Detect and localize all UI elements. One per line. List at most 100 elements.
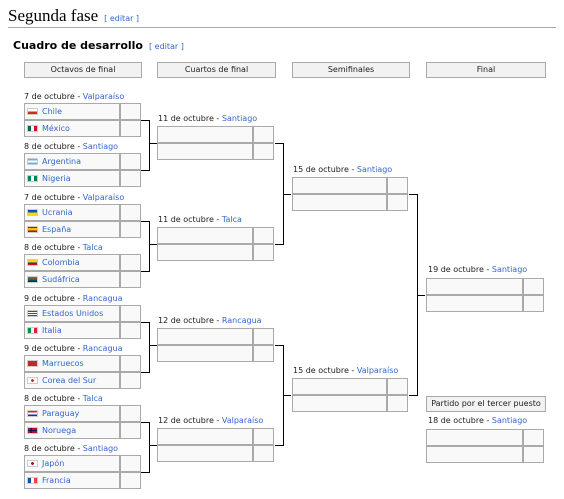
venue-link[interactable]: Santiago: [82, 142, 119, 151]
octavos-team-row[interactable]: Italia: [24, 322, 120, 339]
cuartos-team-row: [157, 143, 253, 160]
octavos-team-row[interactable]: Sudáfrica: [24, 271, 120, 288]
octavos-team-row[interactable]: Argentina: [24, 153, 120, 170]
venue-link[interactable]: Santiago: [82, 444, 119, 453]
octavos-team-row[interactable]: España: [24, 221, 120, 238]
score-cell: [120, 103, 141, 120]
score-cell: [120, 472, 141, 489]
korea-flag-icon: [27, 377, 38, 384]
score-cell: [120, 254, 141, 271]
octavos-date-2: 7 de octubre - Valparaíso: [24, 193, 125, 202]
octavos-team-row[interactable]: Ucrania: [24, 204, 120, 221]
edit-subsection-link[interactable]: [ editar ]: [149, 42, 184, 51]
match-date: 11 de octubre: [158, 215, 214, 224]
semis-team-row: [292, 378, 387, 395]
norway-flag-icon: [27, 427, 38, 434]
team-name[interactable]: Nigeria: [42, 174, 71, 183]
ukraine-flag-icon: [27, 209, 38, 216]
match-date: 12 de octubre: [158, 316, 214, 325]
venue-link[interactable]: Rancagua: [82, 344, 123, 353]
cuartos-team-row: [157, 445, 253, 462]
bracket-line: [141, 271, 149, 272]
bracket-line: [149, 445, 157, 446]
venue-link[interactable]: Valparaíso: [356, 366, 399, 375]
venue-link[interactable]: Santiago: [491, 416, 528, 425]
team-name[interactable]: Chile: [42, 107, 63, 116]
octavos-team-row[interactable]: Corea del Sur: [24, 372, 120, 389]
octavos-team-row[interactable]: Noruega: [24, 422, 120, 439]
japan-flag-icon: [27, 460, 38, 467]
cuartos-team-row: [157, 126, 253, 143]
cuartos-date-2: 12 de octubre - Rancagua: [158, 316, 262, 325]
bracket-line: [417, 295, 425, 296]
octavos-date-6: 8 de octubre - Talca: [24, 394, 103, 403]
match-date: 12 de octubre: [158, 416, 214, 425]
score-cell: [120, 221, 141, 238]
score-cell: [120, 153, 141, 170]
team-name[interactable]: Colombia: [42, 258, 80, 267]
octavos-team-row[interactable]: México: [24, 120, 120, 137]
bracket-line: [275, 345, 283, 346]
match-date: 19 de octubre: [428, 265, 484, 274]
edit-section-link[interactable]: [ editar ]: [104, 14, 140, 23]
match-date: 15 de octubre: [293, 165, 349, 174]
third-place-date: 18 de octubre - Santiago: [428, 416, 528, 425]
usa-flag-icon: [27, 310, 38, 317]
octavos-team-row[interactable]: Paraguay: [24, 405, 120, 422]
venue-link[interactable]: Valparaíso: [221, 416, 264, 425]
octavos-team-row[interactable]: Japón: [24, 455, 120, 472]
third-place-team-row: [426, 446, 523, 463]
france-flag-icon: [27, 477, 38, 484]
team-name[interactable]: Italia: [42, 326, 62, 335]
bracket-line: [141, 170, 149, 171]
team-name[interactable]: Sudáfrica: [42, 275, 80, 284]
match-date: 9 de octubre: [24, 294, 75, 303]
venue-link[interactable]: Talca: [82, 394, 103, 403]
score-cell: [387, 177, 408, 194]
mexico-flag-icon: [27, 125, 38, 132]
round-header-final: Final: [426, 62, 546, 78]
italy-flag-icon: [27, 327, 38, 334]
round-header-octavos: Octavos de final: [24, 62, 142, 78]
team-name[interactable]: Francia: [42, 476, 71, 485]
semis-team-row: [292, 177, 387, 194]
score-cell: [523, 295, 544, 312]
semis-team-row: [292, 395, 387, 412]
octavos-team-row[interactable]: Nigeria: [24, 170, 120, 187]
section-title: Segunda fase[ editar ]: [8, 6, 140, 25]
team-name[interactable]: Marruecos: [42, 359, 84, 368]
octavos-date-5: 9 de octubre - Rancagua: [24, 344, 123, 353]
southafrica-flag-icon: [27, 276, 38, 283]
venue-link[interactable]: Santiago: [221, 114, 258, 123]
team-name[interactable]: Paraguay: [42, 409, 80, 418]
team-name[interactable]: México: [42, 124, 70, 133]
score-cell: [120, 355, 141, 372]
team-name[interactable]: Noruega: [42, 426, 77, 435]
octavos-team-row[interactable]: Chile: [24, 103, 120, 120]
bracket-line: [149, 143, 157, 144]
final-team-row: [426, 295, 523, 312]
team-name[interactable]: Corea del Sur: [42, 376, 97, 385]
score-cell: [253, 143, 274, 160]
match-date: 15 de octubre: [293, 366, 349, 375]
venue-link[interactable]: Santiago: [356, 165, 393, 174]
octavos-team-row[interactable]: Colombia: [24, 254, 120, 271]
cuartos-date-0: 11 de octubre - Santiago: [158, 114, 258, 123]
score-cell: [120, 455, 141, 472]
venue-link[interactable]: Santiago: [491, 265, 528, 274]
venue-link[interactable]: Valparaíso: [82, 193, 125, 202]
team-name[interactable]: España: [42, 225, 72, 234]
team-name[interactable]: Ucrania: [42, 208, 73, 217]
octavos-team-row[interactable]: Francia: [24, 472, 120, 489]
score-cell: [387, 395, 408, 412]
team-name[interactable]: Estados Unidos: [42, 309, 104, 318]
venue-link[interactable]: Talca: [221, 215, 242, 224]
venue-link[interactable]: Rancagua: [82, 294, 123, 303]
venue-link[interactable]: Rancagua: [221, 316, 262, 325]
venue-link[interactable]: Valparaíso: [82, 92, 125, 101]
octavos-team-row[interactable]: Marruecos: [24, 355, 120, 372]
team-name[interactable]: Argentina: [42, 157, 82, 166]
team-name[interactable]: Japón: [42, 459, 65, 468]
venue-link[interactable]: Talca: [82, 243, 103, 252]
octavos-team-row[interactable]: Estados Unidos: [24, 305, 120, 322]
